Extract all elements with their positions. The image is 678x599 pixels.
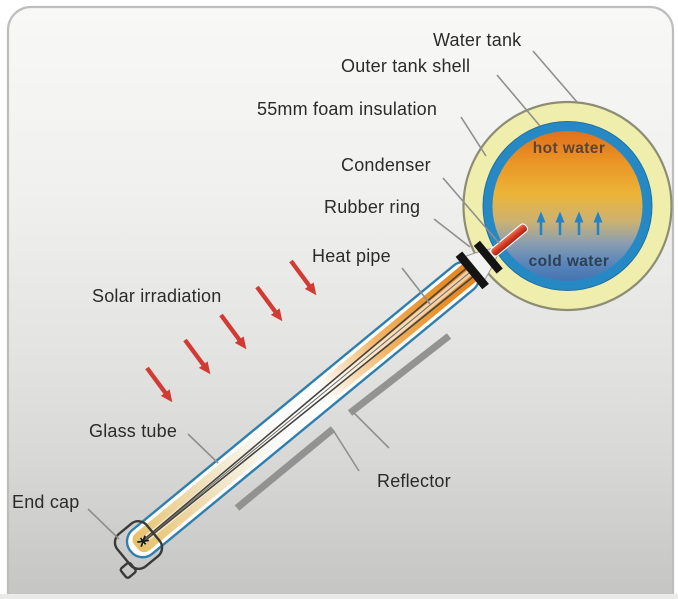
label-foam-insulation: 55mm foam insulation xyxy=(257,99,438,119)
reflector-bar-lower xyxy=(234,426,336,511)
label-condenser: Condenser xyxy=(341,155,431,175)
leader-water-tank xyxy=(532,50,578,103)
solar-arrow xyxy=(145,366,173,403)
label-outer-tank-shell: Outer tank shell xyxy=(341,56,471,76)
label-end-cap: End cap xyxy=(12,492,80,512)
heat-pipe-lines xyxy=(142,263,480,542)
rubber-ring-outer xyxy=(455,251,489,290)
convection-arrows xyxy=(536,211,603,235)
solar-arrow xyxy=(219,313,247,350)
leader-reflector-lower xyxy=(332,429,360,472)
solar-irradiation-arrows xyxy=(145,259,317,403)
cold-water-text: cold water xyxy=(528,253,610,270)
bottom-strip xyxy=(0,594,678,599)
tank-water xyxy=(492,131,643,281)
leader-end-cap xyxy=(87,508,120,540)
getter-tip xyxy=(137,535,150,547)
leader-lines xyxy=(87,50,578,540)
solar-arrow xyxy=(255,285,283,322)
water-tank xyxy=(462,100,673,312)
label-heat-pipe: Heat pipe xyxy=(312,246,391,266)
leader-foam xyxy=(460,116,487,157)
hot-water-text: hot water xyxy=(532,140,606,157)
leader-condenser xyxy=(442,177,500,244)
leader-rubber-ring xyxy=(433,218,471,248)
label-water-tank: Water tank xyxy=(433,30,522,50)
solar-arrow xyxy=(289,259,317,296)
solar-arrow xyxy=(183,338,211,375)
evacuated-tube xyxy=(113,223,529,579)
label-solar-irradiation: Solar irradiation xyxy=(92,286,222,306)
leader-heat-pipe xyxy=(401,267,431,305)
reflector-bar-upper xyxy=(347,333,452,416)
leader-reflector-upper xyxy=(351,410,390,449)
label-reflector: Reflector xyxy=(377,471,451,491)
end-cap xyxy=(113,520,164,579)
leader-outer-shell xyxy=(496,74,541,127)
leader-glass-tube xyxy=(187,433,219,464)
rubber-ring-inner xyxy=(473,240,503,274)
label-rubber-ring: Rubber ring xyxy=(324,197,421,217)
label-glass-tube: Glass tube xyxy=(89,421,178,441)
condenser xyxy=(490,223,529,257)
reflector-bars xyxy=(234,333,452,511)
